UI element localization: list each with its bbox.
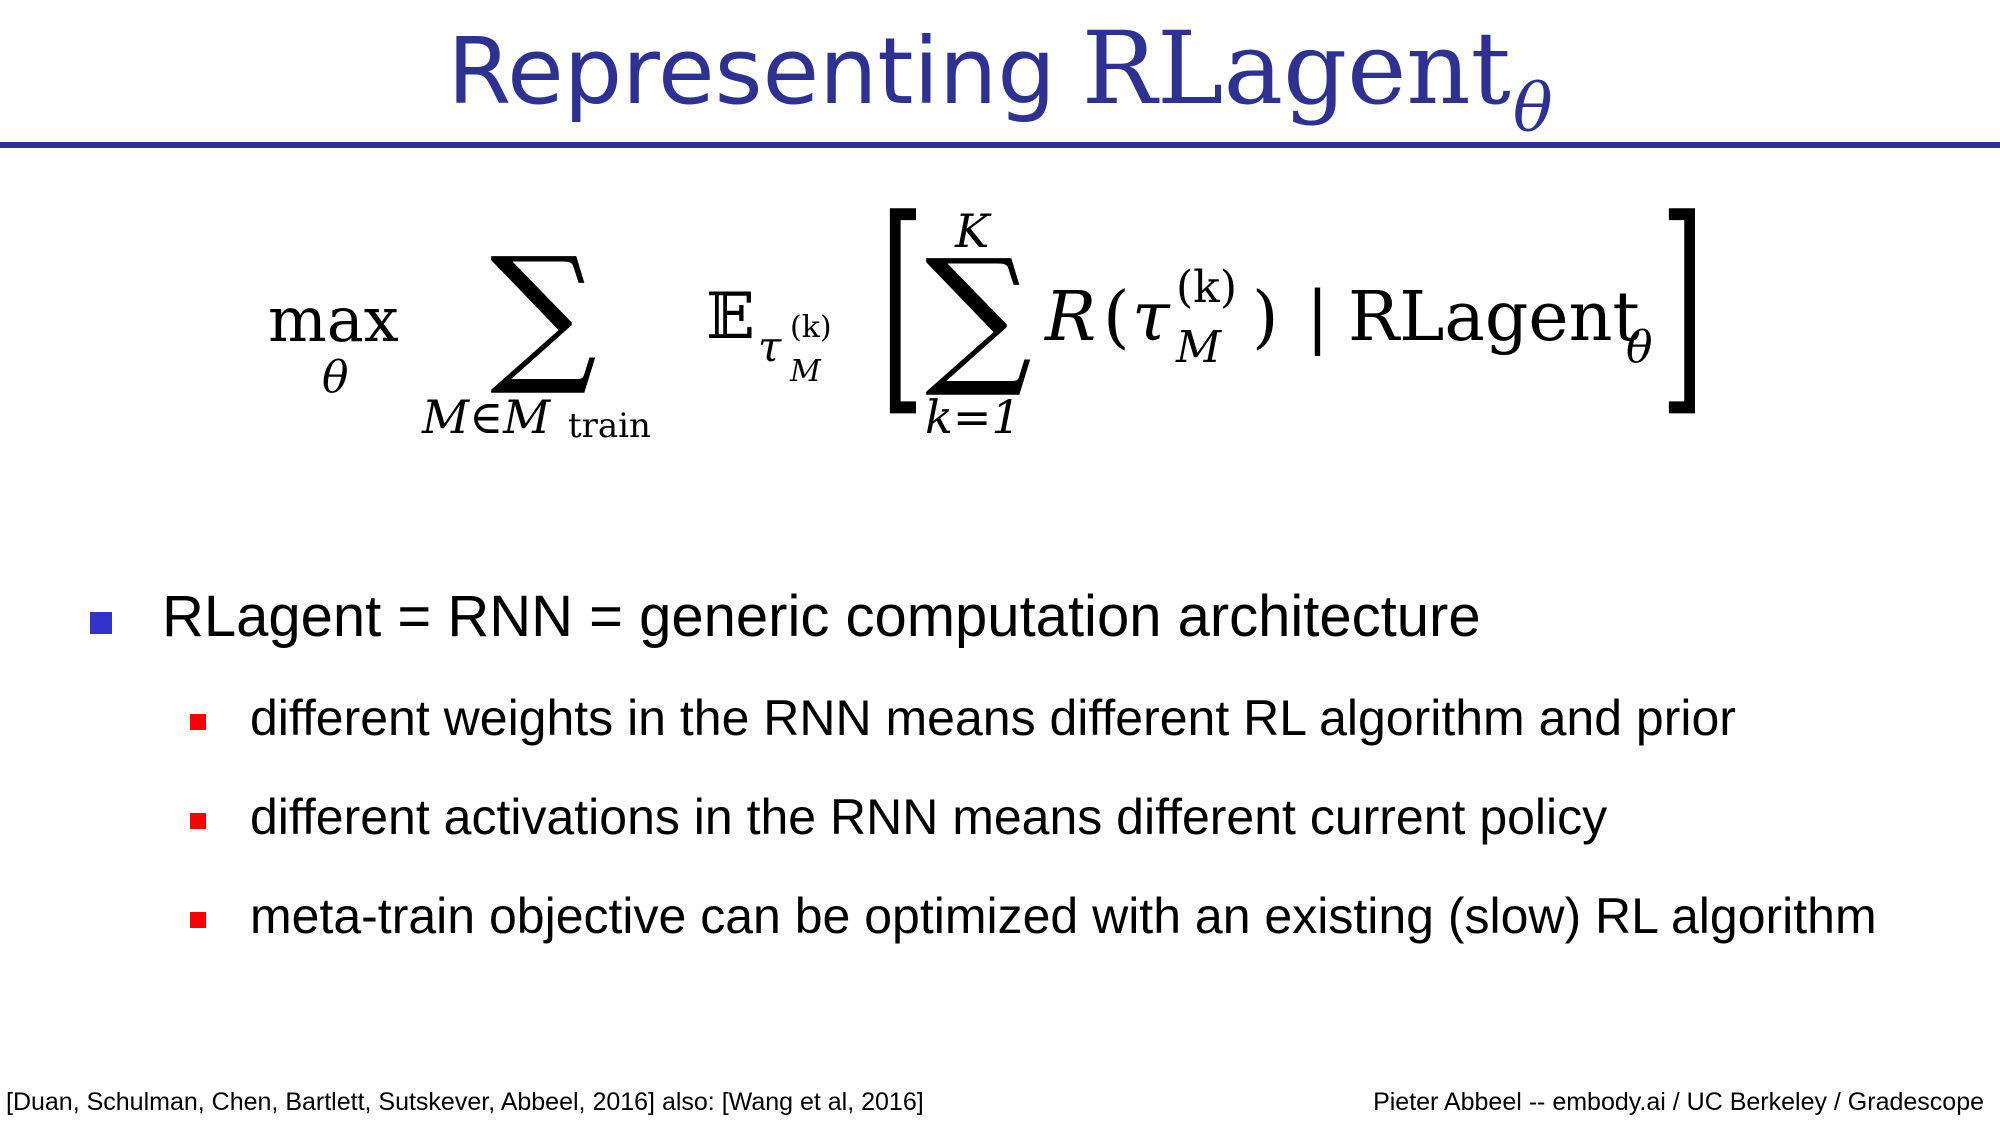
title-text: Representing bbox=[447, 18, 1056, 125]
eq-max-subscript: θ bbox=[322, 352, 349, 403]
eq-tau: τ bbox=[1132, 278, 1170, 357]
eq-sum-over-tasks: ∑ bbox=[490, 226, 598, 400]
title-underline bbox=[0, 142, 2000, 148]
eq-max: max bbox=[268, 283, 399, 356]
bullet-marker-square bbox=[190, 714, 206, 730]
sub-bullet-text: different activations in the RNN means d… bbox=[250, 789, 1608, 845]
eq-exp-sub-tau: τ bbox=[758, 322, 782, 371]
sub-bullet-text: meta-train objective can be optimized wi… bbox=[250, 888, 1877, 944]
eq-tau-subscript: M bbox=[1176, 322, 1222, 373]
bullet-marker-square bbox=[190, 912, 206, 928]
eq-inner-sum-upper: K bbox=[955, 204, 990, 258]
main-bullet-text: RLagent = RNN = generic computation arch… bbox=[162, 584, 1481, 649]
title-math: RLagent bbox=[1081, 10, 1511, 127]
bullet-marker-square bbox=[90, 612, 112, 634]
eq-tau-superscript: (k) bbox=[1176, 262, 1237, 313]
footer-citation: [Duan, Schulman, Chen, Bartlett, Sutskev… bbox=[6, 1088, 924, 1116]
eq-sum-lower-limit: M∈M bbox=[422, 390, 551, 444]
eq-given-bar: | bbox=[1306, 278, 1329, 357]
eq-inner-sum: ∑ bbox=[925, 228, 1033, 402]
eq-rlagent: RLagent bbox=[1348, 278, 1640, 357]
eq-exp-sub-k: (k) bbox=[790, 310, 832, 345]
eq-expectation: 𝔼 bbox=[706, 280, 755, 354]
eq-right-bracket: ] bbox=[1660, 171, 1705, 438]
footer-credit: Pieter Abbeel -- embody.ai / UC Berkeley… bbox=[1373, 1088, 1984, 1116]
eq-close-paren: ) bbox=[1252, 278, 1279, 357]
eq-left-bracket: [ bbox=[880, 171, 925, 438]
eq-exp-sub-M: M bbox=[790, 354, 821, 389]
title-math-subscript: θ bbox=[1512, 70, 1553, 147]
eq-rlagent-subscript: θ bbox=[1626, 322, 1653, 373]
eq-reward: R bbox=[1045, 278, 1097, 357]
bullet-marker-square bbox=[190, 813, 206, 829]
eq-sum-lower-subscript: train bbox=[568, 406, 651, 446]
eq-inner-sum-lower: k=1 bbox=[925, 390, 1021, 444]
eq-open-paren: ( bbox=[1103, 278, 1130, 357]
sub-bullet-text: different weights in the RNN means diffe… bbox=[250, 690, 1736, 746]
